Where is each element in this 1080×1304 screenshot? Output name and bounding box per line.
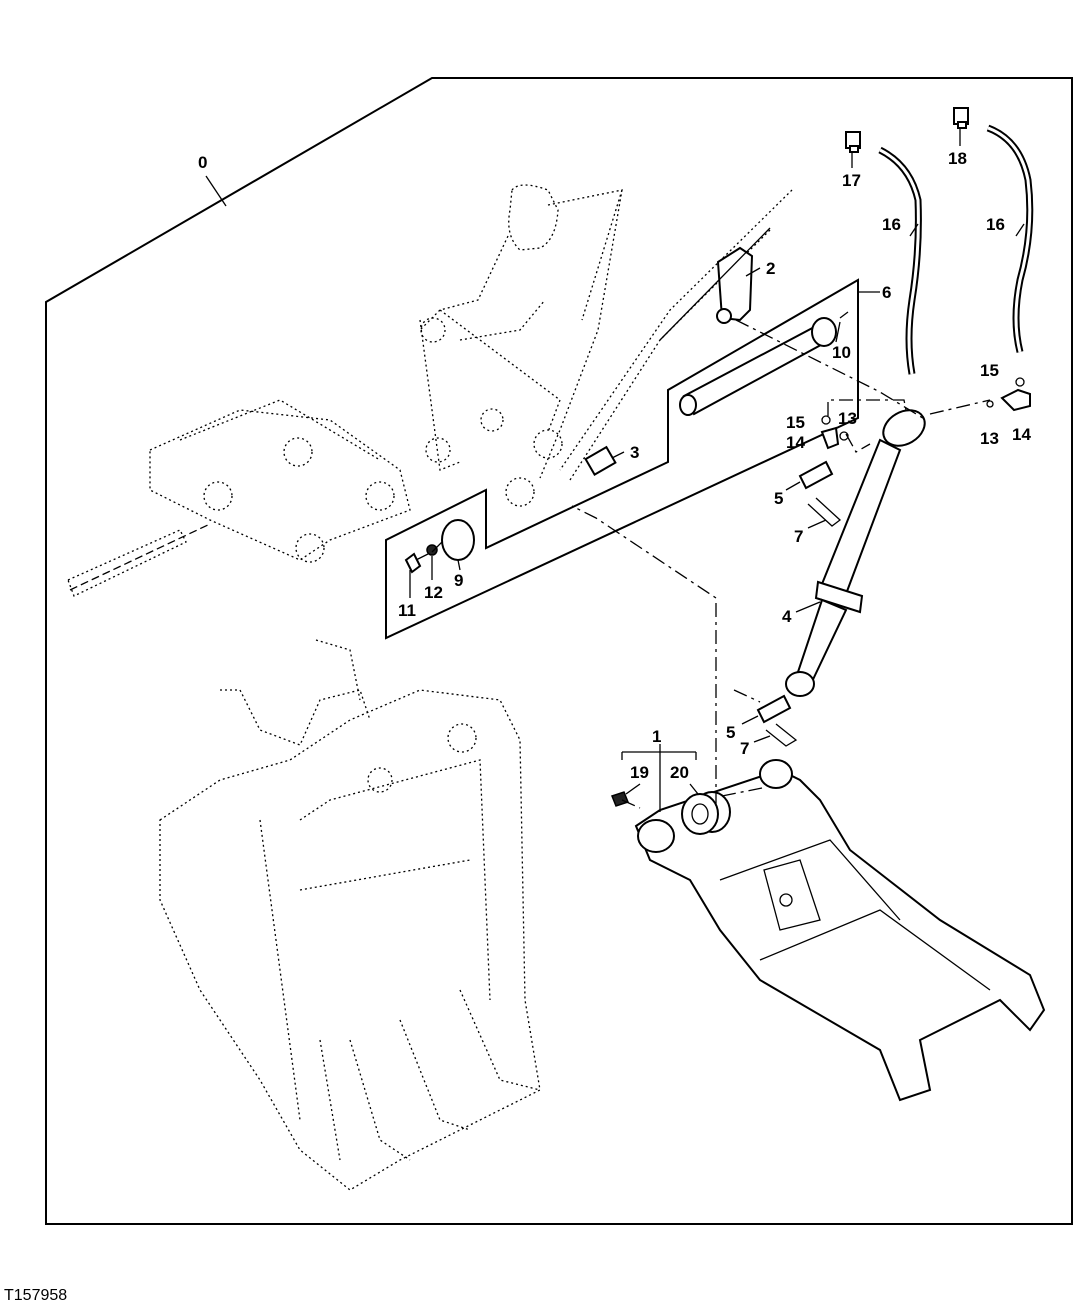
callout-5-upper: 5 xyxy=(774,489,783,508)
callout-16-right: 16 xyxy=(986,215,1005,234)
part-16-hose-left-inner xyxy=(879,148,920,375)
callout-3: 3 xyxy=(630,443,639,462)
callout-13-left: 13 xyxy=(838,409,857,428)
assembly-frame xyxy=(45,77,1073,1225)
callout-19: 19 xyxy=(630,763,649,782)
part-14-elbow-left xyxy=(820,426,840,450)
callout-9: 9 xyxy=(454,571,463,590)
callout-5-lower: 5 xyxy=(726,723,735,742)
part-19-fitting xyxy=(611,791,629,807)
detail-inset-box xyxy=(385,278,859,640)
callout-16-left: 16 xyxy=(882,215,901,234)
part-10-retainer xyxy=(839,311,849,319)
callout-14-left: 14 xyxy=(786,433,805,452)
callout-10: 10 xyxy=(832,343,851,362)
callout-6: 6 xyxy=(882,283,891,302)
callout-14-right: 14 xyxy=(1012,425,1031,444)
coupler-outline xyxy=(67,399,411,597)
part-16-hose-right-inner xyxy=(987,126,1032,353)
callout-1: 1 xyxy=(652,727,661,746)
part-4-cylinder xyxy=(785,409,926,697)
part-14-elbow-right xyxy=(1000,388,1031,412)
figure-id: T157958 xyxy=(4,1287,67,1304)
callout-labels: 0 1 2 3 4 5 5 6 7 7 9 10 11 12 13 13 14 … xyxy=(198,149,1031,782)
part-9-plate xyxy=(441,519,475,561)
callout-11: 11 xyxy=(398,601,416,620)
part-15-oring-left xyxy=(821,415,831,425)
part-17-fitting xyxy=(845,131,861,153)
part-13-oring-left xyxy=(839,431,849,441)
part-3-block xyxy=(584,445,617,477)
callout-20: 20 xyxy=(670,763,689,782)
part-7-clip-lower xyxy=(765,723,798,747)
part-2-bracket xyxy=(659,227,771,341)
part-15-oring-right xyxy=(1015,377,1025,387)
part-5-pin-lower xyxy=(756,694,792,724)
part-13-oring-right xyxy=(986,400,994,408)
part-7-clip-upper xyxy=(807,497,842,527)
part-11-bolt xyxy=(404,552,422,574)
part-6-pin xyxy=(679,317,837,416)
callout-12: 12 xyxy=(424,583,443,602)
callout-18: 18 xyxy=(948,149,967,168)
callout-7-lower: 7 xyxy=(740,739,749,758)
callout-4: 4 xyxy=(782,607,792,626)
callout-13-right: 13 xyxy=(980,429,999,448)
assembly-lines xyxy=(415,319,991,809)
callout-7-upper: 7 xyxy=(794,527,803,546)
bucket-outline xyxy=(159,639,541,1191)
callout-15-left: 15 xyxy=(786,413,805,432)
callout-17: 17 xyxy=(842,171,861,190)
callout-2: 2 xyxy=(766,259,775,278)
callout-15-right: 15 xyxy=(980,361,999,380)
part-1-link xyxy=(634,759,1046,1102)
leader-lines xyxy=(205,128,1025,812)
callout-0: 0 xyxy=(198,153,207,172)
part-12-washer xyxy=(426,544,438,556)
part-20-bushing xyxy=(681,791,731,835)
part-18-fitting xyxy=(953,107,969,129)
part-5-pin-upper xyxy=(798,460,834,490)
